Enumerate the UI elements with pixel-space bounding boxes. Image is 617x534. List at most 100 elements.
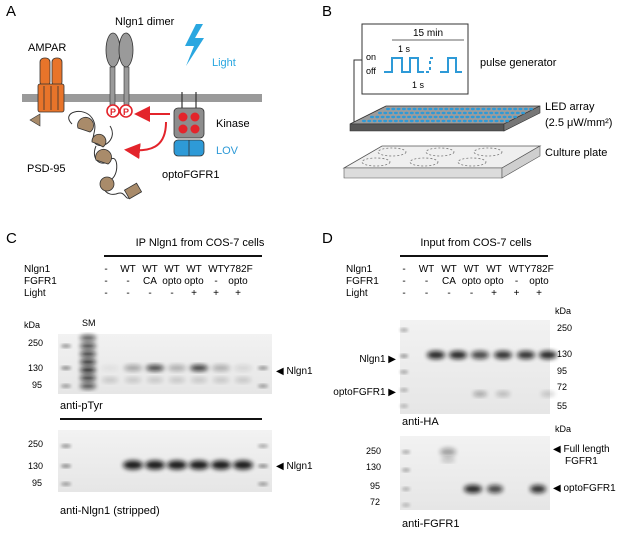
size-marker-band: [80, 359, 96, 365]
nlgn1-ptyr-band: [212, 365, 230, 371]
nlgn1-total-band: [167, 460, 187, 470]
optofgfr1-ha-band: [496, 391, 510, 397]
kinase-label: Kinase: [216, 118, 250, 130]
led-dot: [423, 115, 427, 119]
panel_d-lane-1-light: -: [402, 288, 405, 299]
pulse-waveform-1: [384, 57, 424, 73]
d-optofgfr1-label: optoFGFR1 ▶: [333, 387, 396, 398]
panel-d-kda-2: kDa: [555, 424, 571, 434]
led-dot: [404, 119, 409, 123]
led-dot: [378, 111, 382, 115]
led-dot: [412, 115, 417, 119]
led-dot: [486, 115, 491, 119]
led-dot: [446, 111, 451, 115]
on-label: on: [366, 52, 376, 62]
led-dot: [465, 107, 470, 111]
led-dot: [449, 107, 454, 111]
led-dot: [401, 107, 406, 111]
c-blot2-nlgn1-label: ◀ Nlgn1: [276, 461, 313, 472]
size-marker-band: [80, 343, 96, 349]
led-dot: [423, 107, 428, 111]
led-dot: [462, 111, 467, 115]
led-dot: [444, 115, 449, 119]
d-fulllength-label: ◀ Full length: [553, 444, 610, 455]
led-dot: [473, 119, 478, 123]
panel_d-lane-5-light: +: [491, 288, 497, 299]
led-dot: [433, 107, 438, 111]
panel_d-lane-3-light: -: [447, 288, 450, 299]
cell-membrane: [22, 94, 262, 102]
led-dot: [494, 119, 499, 123]
duration-label: 15 min: [413, 28, 443, 39]
led-dot: [430, 119, 435, 123]
nlgn1-ha-band: [449, 351, 467, 359]
optofgfr1-band: [487, 485, 503, 493]
panel-c-header: IP Nlgn1 from COS-7 cells: [136, 237, 265, 249]
led-dot: [388, 119, 393, 123]
ampar-label: AMPAR: [28, 42, 66, 54]
led-dot: [492, 107, 496, 111]
c-blot2-antibody: anti-Nlgn1 (stripped): [60, 505, 160, 517]
led-dot: [441, 111, 446, 115]
d2-marker-72: 72: [370, 497, 380, 507]
led-dot: [465, 115, 470, 119]
panel_c-lane-7-nlgn1: Y782F: [223, 264, 252, 275]
led-dot: [436, 111, 441, 115]
led-dot: [386, 107, 390, 111]
led-dot: [499, 119, 504, 123]
nlgn1-total-band: [233, 460, 253, 470]
led-dot: [383, 119, 388, 123]
led-dot: [507, 115, 512, 119]
ladder-band: [258, 366, 268, 370]
d-marker-250: 250: [557, 323, 572, 333]
led-dot: [489, 111, 494, 115]
led-dot: [502, 115, 507, 119]
led-dot: [510, 111, 515, 115]
led-dot: [470, 107, 475, 111]
led-dot: [513, 115, 518, 119]
background-band: [213, 377, 229, 383]
c-marker-250: 250: [28, 338, 43, 348]
optofgfr1-label: optoFGFR1: [162, 169, 219, 181]
ampar-icon: [29, 57, 65, 127]
led-dot: [513, 107, 518, 111]
nlgn1-dimer-label: Nlgn1 dimer: [115, 16, 175, 28]
ladder-band: [402, 503, 410, 507]
nlgn1-ha-band: [494, 351, 512, 359]
c-marker-130: 130: [28, 363, 43, 373]
background-band: [102, 377, 118, 383]
led-dot: [428, 107, 433, 111]
pulse-waveform-2: [440, 57, 462, 73]
c-blot1-nlgn1-label: ◀ Nlgn1: [276, 366, 313, 377]
light-label: Light: [212, 57, 236, 69]
led-dot: [494, 111, 499, 115]
panel_d-lane-2-nlgn1: WT: [419, 264, 435, 275]
pulse-off-label: 1 s: [412, 80, 425, 90]
nlgn1-ptyr-band: [146, 365, 164, 371]
c-marker-95: 95: [32, 380, 42, 390]
panel-d-blot-ha: [400, 320, 550, 414]
led-dot: [383, 111, 388, 115]
led-dot: [486, 107, 491, 111]
c-blot1-antibody: anti-pTyr: [60, 400, 103, 412]
led-dot: [380, 115, 385, 119]
panel_d-lane-1-nlgn1: -: [402, 264, 405, 275]
size-marker-band: [80, 367, 96, 373]
panel_c-lane-2-nlgn1: WT: [120, 264, 136, 275]
size-marker-band: [80, 351, 96, 357]
background-band: [191, 377, 207, 383]
panel_c-lane-5-nlgn1: WT: [186, 264, 202, 275]
led-dot: [399, 111, 404, 115]
panel-c-row-light: Light: [24, 288, 46, 299]
d-nlgn1-label: Nlgn1 ▶: [359, 354, 396, 365]
culture-wells: [361, 147, 503, 167]
led-dot: [452, 111, 457, 115]
led-dot: [439, 107, 443, 111]
led-dot: [441, 119, 446, 123]
panel-letter-b: B: [322, 3, 332, 20]
size-marker-band: [80, 375, 96, 381]
d-marker-130: 130: [557, 349, 572, 359]
panel_d-lane-4-nlgn1: WT: [464, 264, 480, 275]
ladder-band: [258, 444, 268, 448]
ladder-band: [400, 354, 408, 358]
